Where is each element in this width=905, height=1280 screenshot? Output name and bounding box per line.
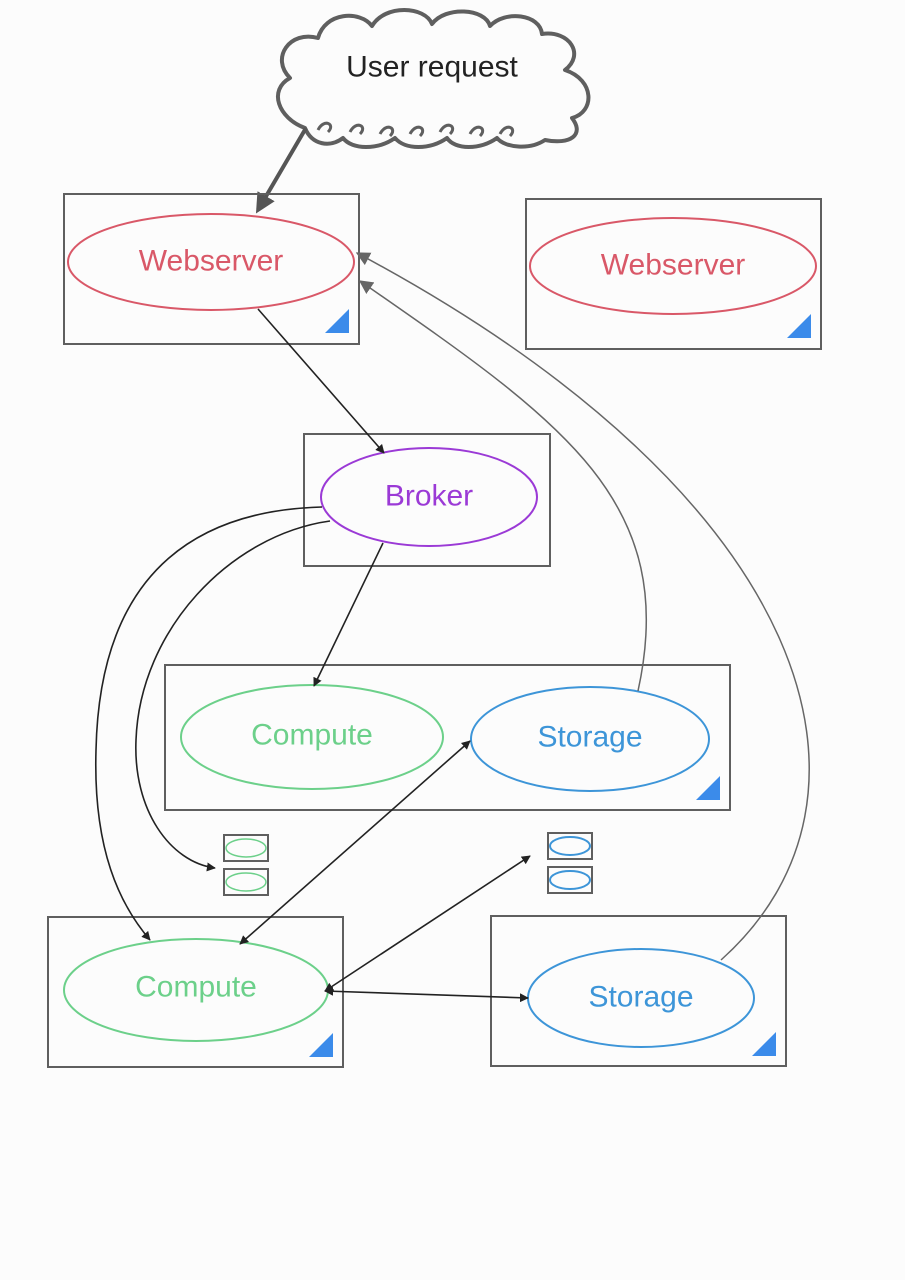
user-request-cloud: User request xyxy=(276,8,591,149)
edge-broker-to-compute xyxy=(313,542,384,687)
edge-compute-2-to-storage-1 xyxy=(239,740,471,945)
mini-storage-box-1 xyxy=(547,832,593,860)
webserver-2-label: Webserver xyxy=(601,249,746,282)
mini-storage-icon xyxy=(549,870,591,890)
resize-handle-icon[interactable] xyxy=(752,1032,776,1056)
request-arrow xyxy=(255,126,308,214)
resize-handle-icon[interactable] xyxy=(787,314,811,338)
webserver-2-box xyxy=(525,198,822,350)
mini-compute-icon xyxy=(225,872,267,892)
broker-ellipse xyxy=(320,447,538,547)
broker-node[interactable]: Broker xyxy=(303,433,551,567)
edge-compute-2-to-storage-2 xyxy=(324,986,529,1003)
mini-storage-stack[interactable] xyxy=(547,832,593,894)
compute-storage-box xyxy=(164,664,731,811)
edge-compute-2-to-mini-storage xyxy=(324,855,531,992)
edge-broker-to-compute-2 xyxy=(94,506,323,941)
compute-storage-group[interactable]: Compute Storage xyxy=(164,664,731,811)
broker-label: Broker xyxy=(385,480,473,513)
storage-1-ellipse xyxy=(470,686,710,792)
webserver-node-2[interactable]: Webserver xyxy=(525,198,822,350)
resize-handle-icon[interactable] xyxy=(325,309,349,333)
storage-2-label: Storage xyxy=(588,981,693,1014)
edge-storage-2-to-webserver xyxy=(355,252,810,961)
storage-node-2[interactable]: Storage xyxy=(490,915,787,1067)
resize-handle-icon[interactable] xyxy=(309,1033,333,1057)
mini-compute-icon xyxy=(225,838,267,858)
compute-2-label: Compute xyxy=(135,971,257,1004)
mini-compute-stack[interactable] xyxy=(223,834,269,896)
edge-broker-to-mini-compute xyxy=(135,520,331,872)
webserver-1-ellipse xyxy=(67,213,355,311)
mini-storage-icon xyxy=(549,836,591,856)
broker-box xyxy=(303,433,551,567)
user-request-label: User request xyxy=(346,51,518,84)
mini-storage-box-2 xyxy=(547,866,593,894)
edge-storage-1-to-webserver xyxy=(358,280,648,692)
webserver-1-label: Webserver xyxy=(139,245,284,278)
resize-handle-icon[interactable] xyxy=(696,776,720,800)
storage-1-label: Storage xyxy=(537,721,642,754)
edge-webserver-to-broker xyxy=(257,308,385,454)
webserver-node-1[interactable]: Webserver xyxy=(63,193,360,345)
compute-node-2[interactable]: Compute xyxy=(47,916,344,1068)
webserver-1-box xyxy=(63,193,360,345)
compute-1-label: Compute xyxy=(251,719,373,752)
webserver-2-ellipse xyxy=(529,217,817,315)
